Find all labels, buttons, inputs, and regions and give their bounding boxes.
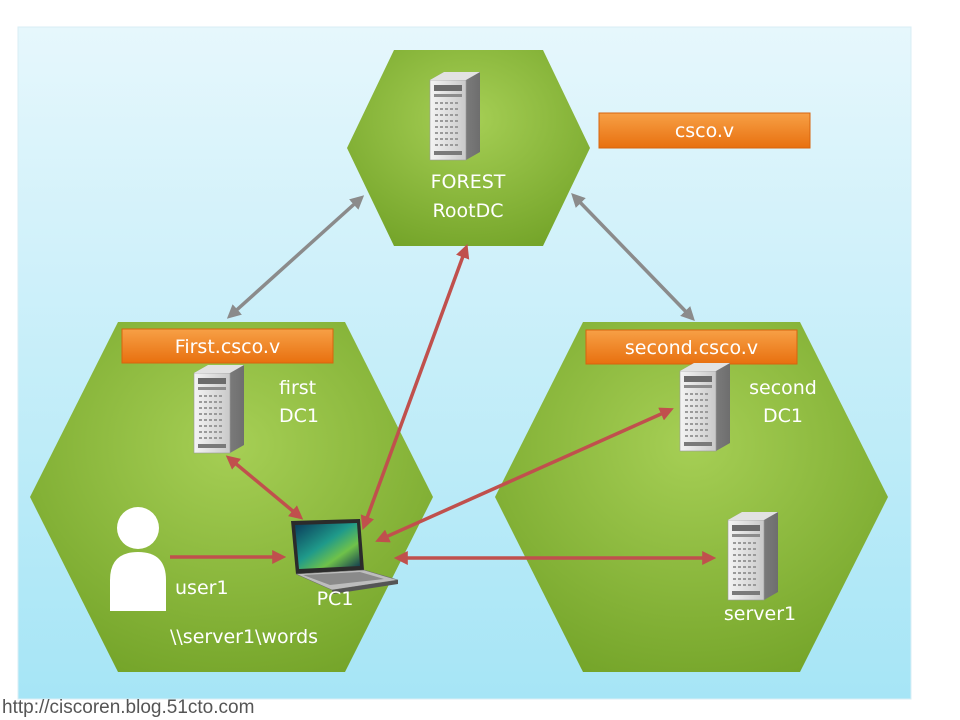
root-dc-server-icon	[429, 71, 481, 161]
domain-box-first: First.csco.v	[121, 328, 334, 364]
domain-box-first-label: First.csco.v	[175, 336, 280, 358]
server1-server-icon	[727, 511, 779, 601]
root-dc-label-line2: RootDC	[433, 200, 504, 222]
domain-box-root: csco.v	[598, 112, 811, 149]
trust-arrow-root-first	[226, 195, 365, 319]
first-dc-label-line1: first	[279, 377, 316, 399]
second-dc-label-line1: second	[749, 377, 817, 399]
access-arrow-pc1-firstdc	[225, 455, 304, 520]
user1-label: user1	[175, 577, 229, 599]
domain-box-second: second.csco.v	[585, 329, 798, 365]
access-arrow-pc1-seconddc	[375, 407, 674, 543]
pc1-label: PC1	[317, 588, 354, 610]
first-dc-server-icon	[193, 364, 245, 454]
second-dc-label-line2: DC1	[763, 405, 803, 427]
server1-label: server1	[724, 603, 796, 625]
domain-box-root-label: csco.v	[675, 120, 734, 142]
domain-box-second-label: second.csco.v	[625, 337, 758, 359]
laptop-icon	[291, 519, 399, 594]
root-dc-label-line1: FOREST	[431, 171, 506, 193]
user-icon	[110, 507, 166, 611]
watermark-url: http://ciscoren.blog.51cto.com	[2, 697, 255, 718]
trust-arrow-root-second	[571, 192, 695, 322]
second-dc-server-icon	[679, 362, 731, 452]
first-dc-label-line2: DC1	[279, 405, 319, 427]
share-path-label: \\server1\words	[170, 626, 318, 648]
